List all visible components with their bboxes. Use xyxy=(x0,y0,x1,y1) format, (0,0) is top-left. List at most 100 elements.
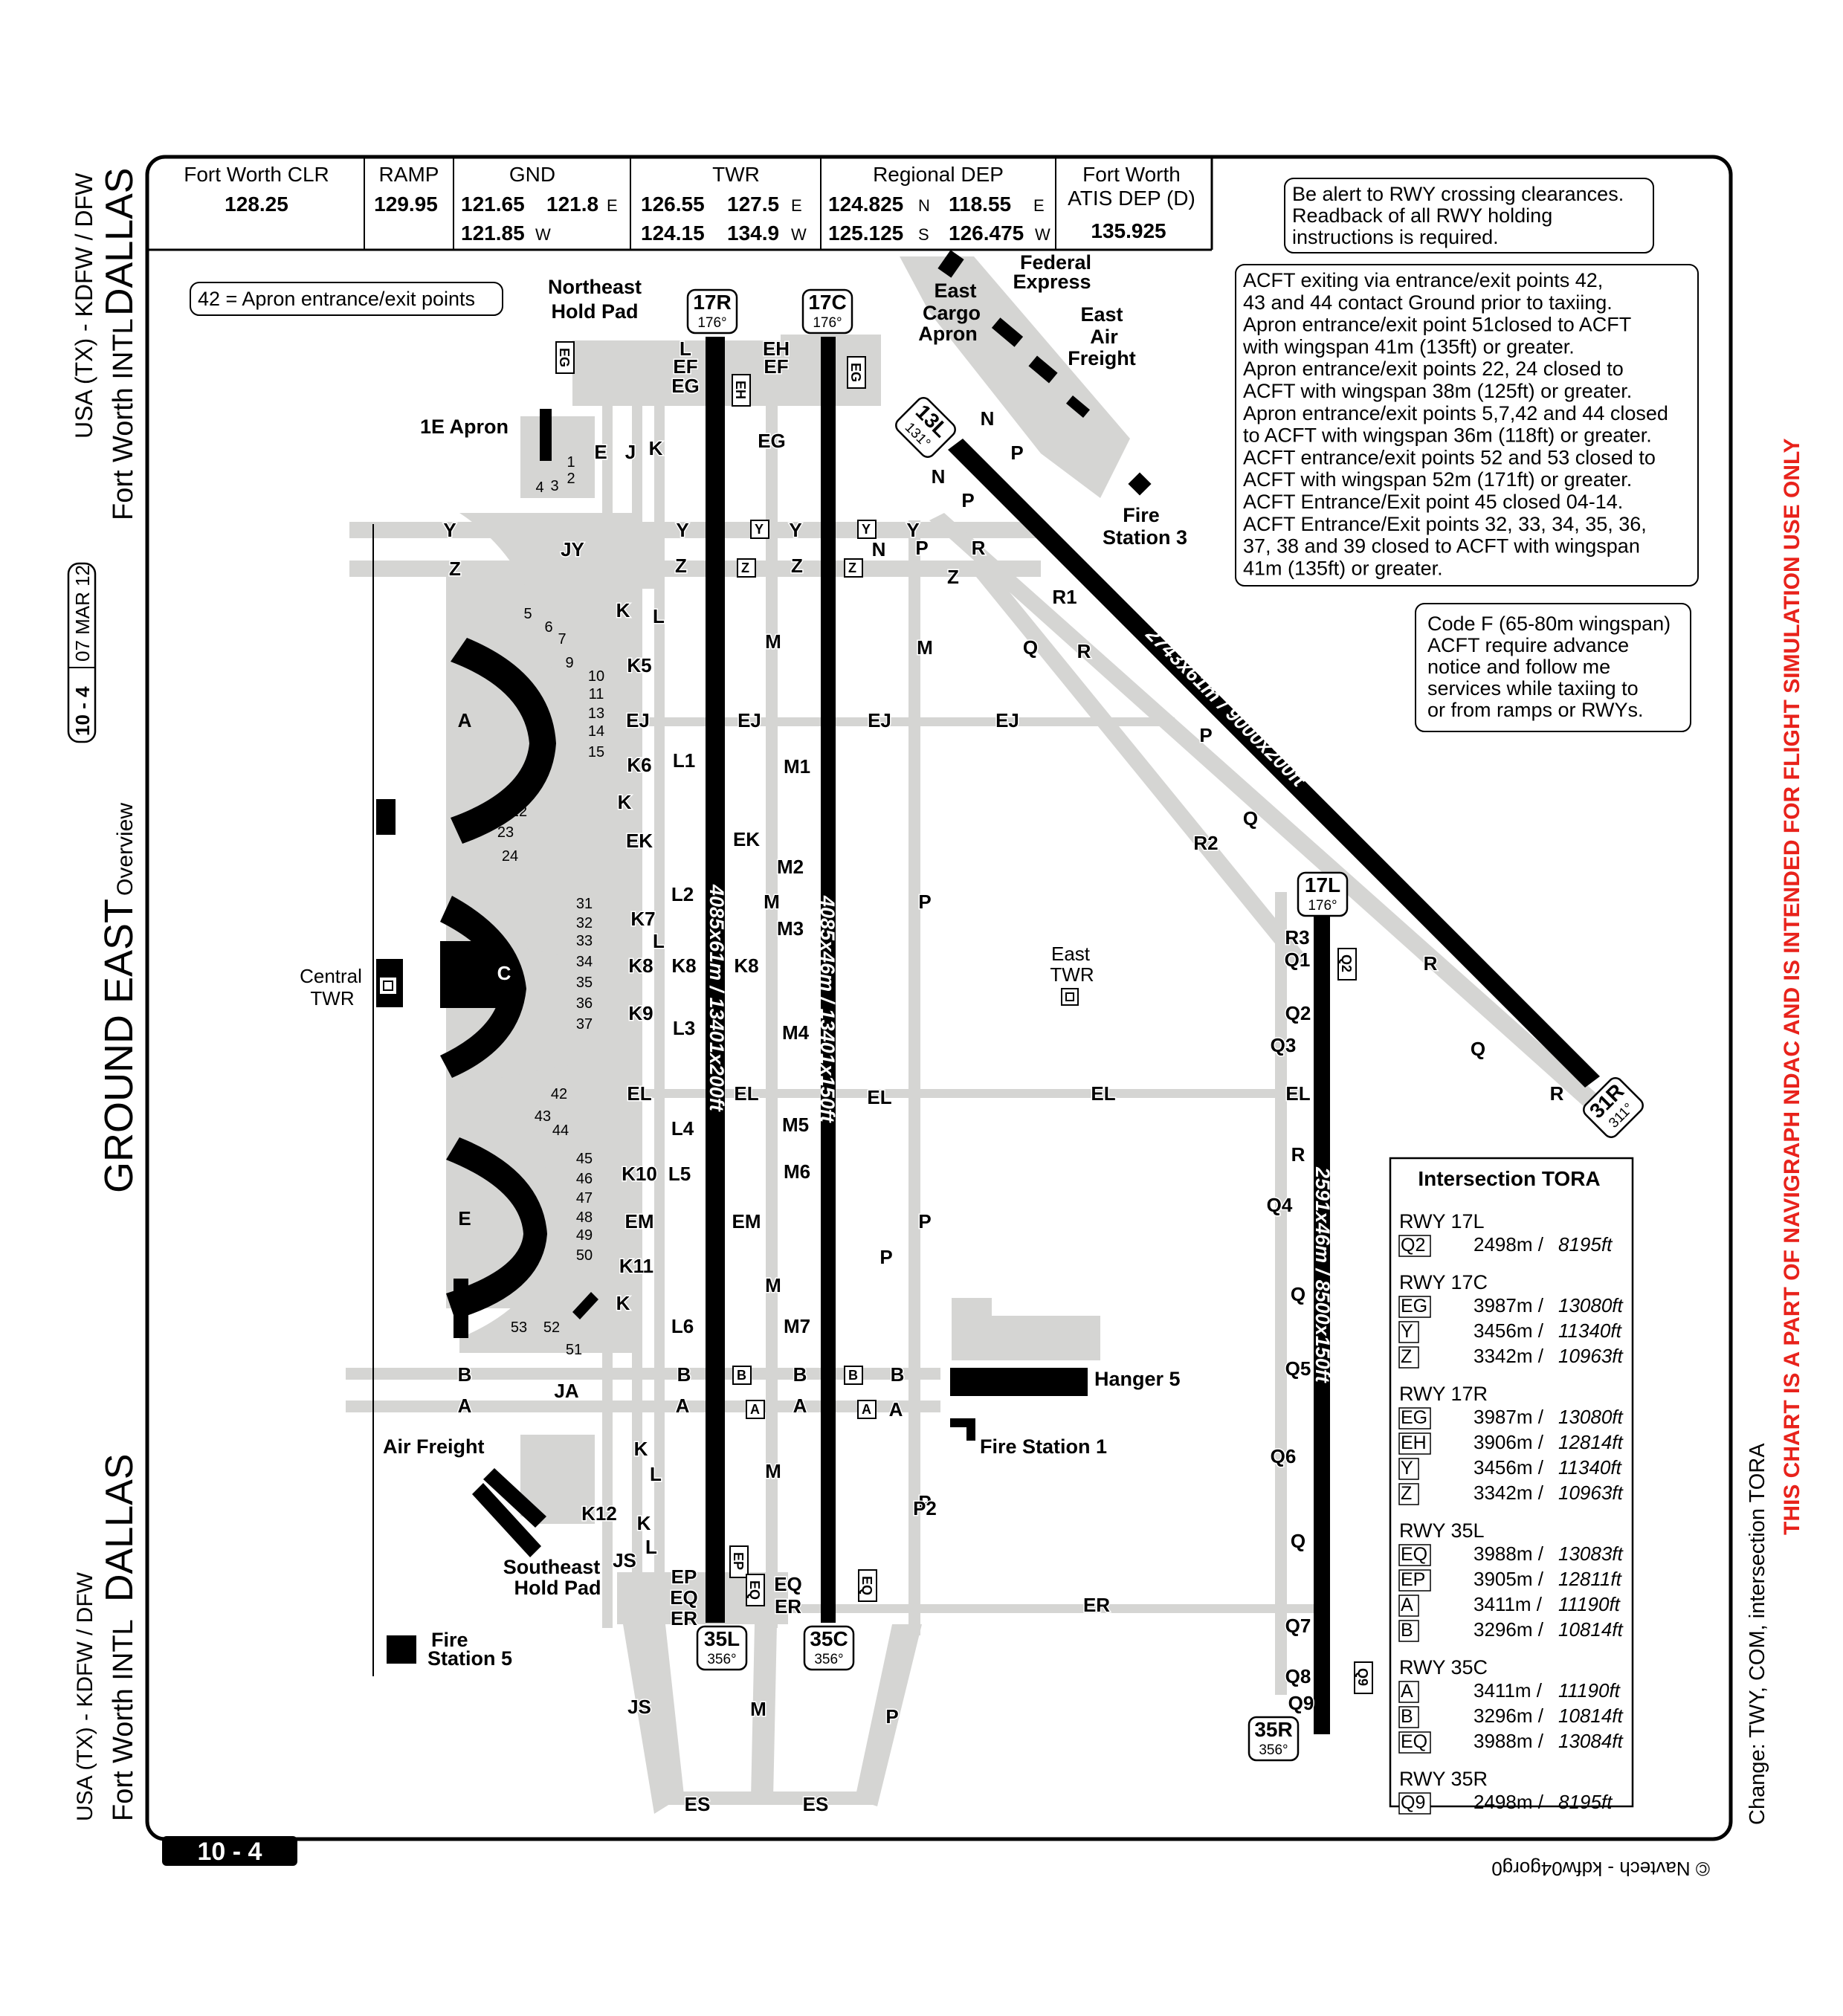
taxiway-label-y: Y xyxy=(676,519,688,541)
taxiway-label-js: JS xyxy=(627,1696,651,1718)
runway-17c-35c xyxy=(821,337,836,1623)
svg-text:Z: Z xyxy=(848,560,856,575)
tora-twy: Z xyxy=(1401,1346,1412,1367)
freq-gnd-3: 121.85 xyxy=(461,222,525,245)
apron-point-32: 32 xyxy=(576,915,593,931)
tora-twy-box xyxy=(1398,1483,1419,1505)
tora-distance-m: 2498m / xyxy=(1474,1233,1544,1256)
svg-text:EH: EH xyxy=(733,381,748,399)
taxiway-label-eh: EH xyxy=(763,337,790,360)
svg-text:35R: 35R xyxy=(1254,1718,1292,1741)
taxiway-label-q: Q xyxy=(1243,807,1258,830)
taxiway-label-k: K xyxy=(634,1438,648,1460)
svg-text:Q9: Q9 xyxy=(1355,1668,1370,1686)
tora-distance-ft: 8195ft xyxy=(1558,1233,1613,1256)
note-codef-line: or from ramps or RWYs. xyxy=(1427,699,1644,721)
note-acft-line: ACFT with wingspan 52m (171ft) or greate… xyxy=(1243,468,1632,491)
svg-text:Y: Y xyxy=(862,522,871,537)
tora-distance-ft: 11190ft xyxy=(1558,1593,1621,1615)
taxiway-label-m3: M3 xyxy=(777,917,804,940)
tora-twy-box xyxy=(1398,1706,1419,1728)
freq-atis-name2: ATIS DEP (D) xyxy=(1068,187,1195,210)
chart-id-vertical: 10 - 4 xyxy=(71,686,94,736)
taxiway-label-l5: L5 xyxy=(668,1163,691,1185)
rwy-17r-label: 17R 176° xyxy=(686,288,738,335)
tora-twy-box xyxy=(1398,1620,1419,1642)
svg-text:A: A xyxy=(862,1402,871,1417)
freq-dep-4: 126.475 xyxy=(949,222,1024,245)
apron-point-4: 4 xyxy=(535,479,543,496)
note-acft-line: with wingspan 41m (135ft) or greater. xyxy=(1242,335,1575,358)
taxiway-label-q: Q xyxy=(1471,1038,1485,1060)
taxiway-label-k7: K7 xyxy=(630,908,655,930)
east-freight-label-2: Air xyxy=(1090,326,1118,348)
apron-point-15: 15 xyxy=(588,744,604,760)
note-acft-line: ACFT with wingspan 38m (125ft) or greate… xyxy=(1243,380,1632,402)
runway-17l-35r xyxy=(1314,917,1330,1734)
freq-gnd-1: 121.65 xyxy=(461,193,525,216)
taxiway-label-e: E xyxy=(594,441,607,463)
air-freight-label: Air Freight xyxy=(383,1435,485,1458)
taxiway-label-m1: M1 xyxy=(784,755,810,778)
ground-surfaces xyxy=(346,256,1621,1814)
taxiway-label-q4: Q4 xyxy=(1267,1194,1293,1216)
svg-text:42 = Apron entrance/exit point: 42 = Apron entrance/exit points xyxy=(198,288,475,310)
apron-point-5: 5 xyxy=(523,606,532,622)
svg-text:EG: EG xyxy=(848,363,863,382)
taxiway-label-p2: P2 xyxy=(913,1497,937,1519)
taxiway-label-er: ER xyxy=(671,1607,697,1629)
note-acft-line: ACFT Entrance/Exit points 32, 33, 34, 35… xyxy=(1243,513,1647,535)
svg-text:B: B xyxy=(737,1368,746,1383)
taxiway-label-k8: K8 xyxy=(734,954,758,977)
se-hold-pad-label-1: Southeast xyxy=(503,1556,601,1578)
hold-box: B xyxy=(844,1366,863,1385)
svg-text:176°: 176° xyxy=(813,315,842,331)
taxiway-label-k: K xyxy=(616,599,630,621)
taxiway-label-el: EL xyxy=(734,1082,758,1105)
note-acft-line: ACFT Entrance/Exit point 45 closed 04-14… xyxy=(1243,491,1623,513)
hold-box: EH xyxy=(732,374,751,407)
apron-point-35: 35 xyxy=(576,975,593,991)
tora-distance-ft: 13084ft xyxy=(1558,1730,1624,1752)
hold-box: EQ xyxy=(746,1574,765,1606)
taxiway-label-y: Y xyxy=(906,519,919,541)
note-acft-line: 37, 38 and 39 closed to ACFT with wingsp… xyxy=(1243,535,1640,558)
airport-name-bottom: Fort Worth INTL xyxy=(108,1619,139,1821)
tora-twy-box xyxy=(1398,1296,1431,1318)
fedex-label-2: Express xyxy=(1013,271,1091,293)
freq-twr-4-sector: W xyxy=(791,225,807,244)
hold-box: Y xyxy=(857,520,877,539)
sim-disclaimer: THIS CHART IS A PART OF NAVIGRAPH NDAC A… xyxy=(1780,438,1804,1535)
terminal-a xyxy=(451,638,556,844)
taxiway-label-p: P xyxy=(885,1705,898,1728)
taxiway-label-r: R xyxy=(972,537,986,559)
chart-id-bottom: 10 - 4 xyxy=(198,1838,262,1866)
apron-point-22: 22 xyxy=(511,804,527,820)
taxiway-label-es: ES xyxy=(685,1793,711,1815)
tora-distance-ft: 8195ft xyxy=(1558,1791,1613,1813)
tora-twy-box xyxy=(1398,1731,1431,1754)
freq-twr-name: TWR xyxy=(712,163,760,186)
apron-point-36: 36 xyxy=(576,995,593,1012)
taxiway-label-q9: Q9 xyxy=(1288,1692,1314,1714)
tora-twy: Y xyxy=(1401,1321,1413,1342)
apron-point-46: 46 xyxy=(576,1171,593,1187)
svg-text:176°: 176° xyxy=(1308,898,1337,914)
freq-twr-4: 134.9 xyxy=(727,222,779,245)
taxiway-label-m: M xyxy=(765,1274,781,1296)
freq-dep-3-sector: S xyxy=(918,225,929,244)
apron-point-6: 6 xyxy=(544,619,552,636)
east-cargo-label-1: East xyxy=(934,280,976,302)
hold-box: EG xyxy=(847,356,866,389)
note-acft-line: Apron entrance/exit point 51closed to AC… xyxy=(1243,314,1631,336)
taxiway-label-el: EL xyxy=(867,1086,891,1108)
copyright: © Navtech - kdfw04gorg0 xyxy=(1491,1858,1710,1880)
tora-distance-ft: 12814ft xyxy=(1558,1431,1624,1453)
note-codef-line: services while taxiing to xyxy=(1427,677,1639,700)
taxiway-label-q5: Q5 xyxy=(1285,1357,1311,1380)
taxiway-label-a: A xyxy=(676,1395,690,1417)
taxiway-label-r: R xyxy=(1077,640,1091,662)
hold-box: Z xyxy=(844,558,863,578)
taxiway-label-q8: Q8 xyxy=(1285,1665,1311,1687)
